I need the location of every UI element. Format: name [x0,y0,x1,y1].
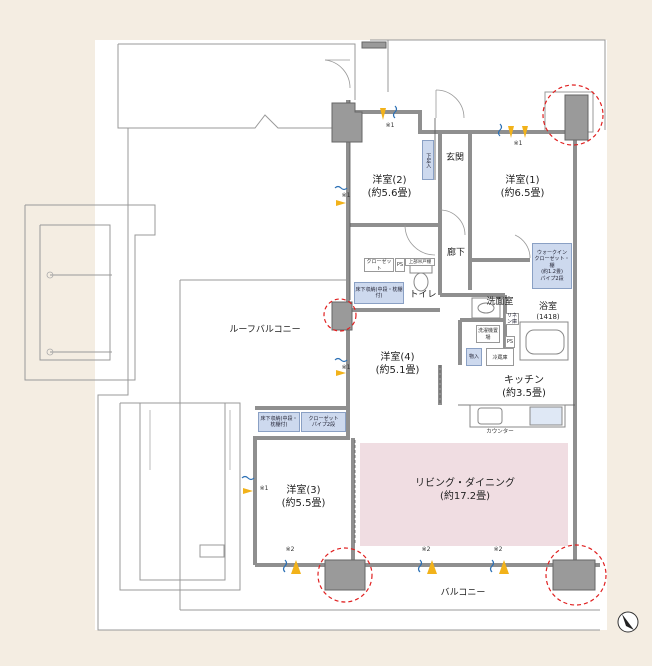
toilet-shelf-label: 上部吊戸棚 [408,260,432,265]
closet-western-3-pipe: パイプ2段 [311,422,336,428]
balcony-label: バルコニー [440,588,486,598]
vent-note-1e: ※1 [259,485,269,492]
fridge-space: 冷蔵庫 [486,348,514,366]
walk-in-closet-sub: クローゼット・棚 [534,256,570,269]
room-living-dining-name: リビング・ダイニング [415,478,515,489]
roof-balcony-outline [24,43,600,631]
room-western-1-size: (約6.5畳) [500,187,545,199]
pipe-space-mid-label: PS [506,339,514,345]
room-entrance: 玄関 [445,153,464,163]
pipe-space-top: PS [395,258,405,272]
vent-note-1c: ※1 [341,192,351,199]
pipe-space-mid: PS [505,336,515,348]
under-floor-storage-3: 床下収納(中段・枕棚付) [258,412,300,432]
room-living-dining: リビング・ダイニング (約17.2畳) [400,478,530,503]
walk-in-closet-pipe: パイプ2段 [540,275,564,282]
room-living-dining-size: (約17.2畳) [439,490,491,502]
column-highlights [317,84,607,606]
closet-western-2-label: クローゼット [366,259,392,272]
washing-machine-label: 洗濯機置場 [477,328,498,341]
room-western-3: 洋室(3) (約5.5畳) [276,485,331,510]
room-washroom: 洗面室 [486,297,514,307]
toilet-shelf: 上部吊戸棚 [405,258,435,266]
closet-western-3-label: クローゼット [308,415,339,422]
vent-note-1a: ※1 [385,122,395,129]
vent-note-2a: ※2 [285,546,295,553]
room-western-1-name: 洋室(1) [505,175,540,186]
vent-note-1d: ※1 [341,364,351,371]
room-western-3-size: (約5.5畳) [281,497,326,509]
under-floor-storage-3-label: 床下収納(中段・枕棚付) [260,415,298,429]
wash-sink [471,297,501,319]
room-kitchen: キッチン (約3.5畳) [494,375,554,400]
room-western-3-name: 洋室(3) [286,485,321,496]
walk-in-closet-title: ウォークイン [536,249,567,256]
under-floor-storage-2-label: 床下収納(中段・枕棚付) [355,286,403,300]
room-bath-name: 浴室 [538,302,557,312]
windows [243,108,528,574]
closet-western-3: クローゼット パイプ2段 [301,412,346,432]
vent-note-2b: ※2 [421,546,431,553]
roof-balcony-details [46,271,231,470]
storage-closet-small-label: 物入 [468,353,479,360]
room-bath-size: (1418) [536,313,560,322]
roof-balcony-label: ルーフバルコニー [229,325,301,335]
under-floor-storage-2: 床下収納(中段・枕棚付) [354,282,404,304]
linen-storage-label: リネン庫 [506,312,517,326]
room-western-2-name: 洋室(2) [372,175,407,186]
linen-storage: リネン庫 [505,313,519,325]
room-western-4: 洋室(4) (約5.1畳) [370,352,425,377]
counter-label: カウンター [486,429,514,435]
kitchen-counter [469,404,566,428]
columns [324,41,596,591]
room-western-1: 洋室(1) (約6.5畳) [495,175,550,200]
fridge-space-label: 冷蔵庫 [492,354,508,361]
shoe-storage: 下足入 [422,140,434,180]
room-hallway: 廊下 [446,248,465,258]
room-western-2: 洋室(2) (約5.6畳) [362,175,417,200]
bathtub [519,321,569,361]
room-kitchen-name: キッチン [504,375,544,386]
room-bath: 浴室 (1418) [528,302,568,322]
storage-closet-small: 物入 [466,348,482,366]
room-western-2-size: (約5.6畳) [367,187,412,199]
living-dining-floor [360,443,568,546]
room-toilet: トイレ [409,290,437,300]
room-western-4-size: (約5.1畳) [375,364,420,376]
room-western-4-name: 洋室(4) [380,352,415,363]
sliding-doors [354,365,441,545]
shoe-storage-label: 下足入 [425,152,432,168]
washing-machine-area: 洗濯機置場 [476,325,500,343]
vent-note-1b: ※1 [513,140,523,147]
walk-in-closet: ウォークイン クローゼット・棚 (約1.2畳) パイプ2段 [532,243,572,289]
closet-western-2: クローゼット [364,258,394,272]
walk-in-closet-size: (約1.2畳) [541,269,563,276]
pipe-space-top-label: PS [396,262,404,268]
vent-note-2c: ※2 [493,546,503,553]
window-vents [241,105,503,573]
room-kitchen-size: (約3.5畳) [502,387,546,399]
north-arrow-icon [617,611,639,633]
door-swings [324,59,531,259]
